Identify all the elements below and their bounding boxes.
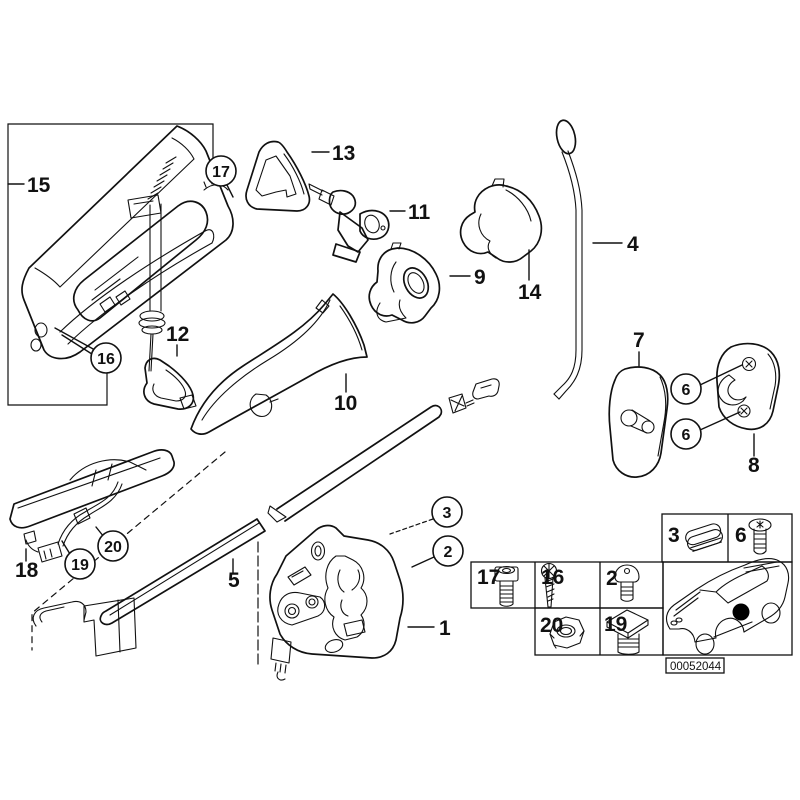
part-13-seal-drawing — [245, 140, 311, 212]
legend-label-2: 2 — [606, 567, 618, 590]
callout-label-13: 13 — [332, 142, 355, 165]
callout-label-18: 18 — [15, 559, 39, 582]
part-1-lock-drawing — [269, 524, 404, 681]
part-18-cable-drawing — [9, 449, 175, 563]
callout-circle-6-lower: 6 — [670, 418, 702, 450]
callout-circle-3: 3 — [431, 496, 463, 528]
part-12-seal-drawing — [143, 357, 197, 410]
callout-circle-20-label: 20 — [104, 539, 122, 556]
image-code-box: 00052044 — [665, 657, 725, 674]
callout-circle-17: 17 — [205, 155, 237, 187]
legend-cell-20: 20 — [540, 614, 585, 649]
callout-label-15: 15 — [27, 174, 51, 197]
callout-labels: 15 12 13 11 9 14 4 7 8 10 5 18 1 — [15, 142, 760, 640]
callout-label-8: 8 — [748, 454, 760, 477]
callout-label-12: 12 — [166, 323, 189, 346]
legend-label-20: 20 — [540, 614, 563, 637]
car-location-icon — [665, 558, 790, 655]
legend-cell-19: 19 — [604, 609, 649, 655]
callout-circle-19: 19 — [64, 548, 96, 580]
socket-head-cap-screw-icon — [494, 565, 519, 607]
callout-circle-6-lower-label: 6 — [682, 427, 691, 444]
square-head-plug-bolt-icon — [606, 609, 649, 655]
callout-circle-2: 2 — [432, 535, 464, 567]
callout-circle-19-label: 19 — [71, 557, 89, 574]
callout-circle-6-upper-label: 6 — [682, 382, 691, 399]
part-11-lock-cylinder-drawing — [308, 183, 390, 263]
image-code: 00052044 — [670, 661, 722, 673]
callout-circle-6-upper: 6 — [670, 373, 702, 405]
oval-plug-grommet-icon — [685, 523, 724, 552]
callout-circle-16-label: 16 — [97, 351, 115, 368]
legend-cell-3: 3 — [668, 523, 724, 552]
callout-circle-2-label: 2 — [444, 544, 453, 561]
legend-cell-17: 17 — [477, 565, 519, 607]
callout-label-9: 9 — [474, 266, 486, 289]
callout-circle-17-label: 17 — [212, 164, 230, 181]
part-10-handle-drawing — [190, 293, 368, 435]
legend-label-19: 19 — [604, 613, 627, 636]
part-8-striker-drawing — [716, 342, 781, 431]
part-14-cover-drawing — [459, 178, 543, 263]
legend-label-17: 17 — [477, 566, 500, 589]
part-15-carrier-drawing — [21, 125, 234, 372]
countersunk-torx-screw-icon — [748, 518, 772, 555]
part-9-cover-drawing — [368, 242, 441, 324]
part-4-rod-drawing — [553, 119, 583, 400]
legend-label-3: 3 — [668, 524, 680, 547]
phillips-pan-head-screw-icon — [540, 562, 558, 608]
legend-table: 3 6 17 — [470, 513, 793, 674]
callout-label-14: 14 — [518, 281, 542, 304]
callout-label-5: 5 — [228, 569, 240, 592]
legend-cell-16: 16 — [540, 562, 564, 608]
callout-circle-16: 16 — [90, 342, 122, 374]
callout-label-1: 1 — [439, 617, 451, 640]
frame-box — [7, 123, 214, 406]
callout-label-11: 11 — [408, 201, 431, 224]
callout-label-4: 4 — [627, 233, 639, 256]
callout-circle-20: 20 — [97, 530, 129, 562]
hex-nut-icon — [549, 616, 585, 649]
location-marker-dot — [732, 603, 750, 621]
callout-circle-3-label: 3 — [443, 505, 452, 522]
torx-pan-head-screw-icon — [614, 564, 640, 602]
callout-label-7: 7 — [633, 329, 645, 352]
part-5-bar-drawing — [32, 378, 500, 657]
callout-label-10: 10 — [334, 392, 357, 415]
legend-label-6: 6 — [735, 524, 747, 547]
legend-cell-6: 6 — [735, 518, 772, 555]
dashed-region-lines — [31, 451, 434, 666]
legend-cell-2: 2 — [606, 564, 640, 602]
part-7-cover-drawing — [608, 366, 669, 478]
